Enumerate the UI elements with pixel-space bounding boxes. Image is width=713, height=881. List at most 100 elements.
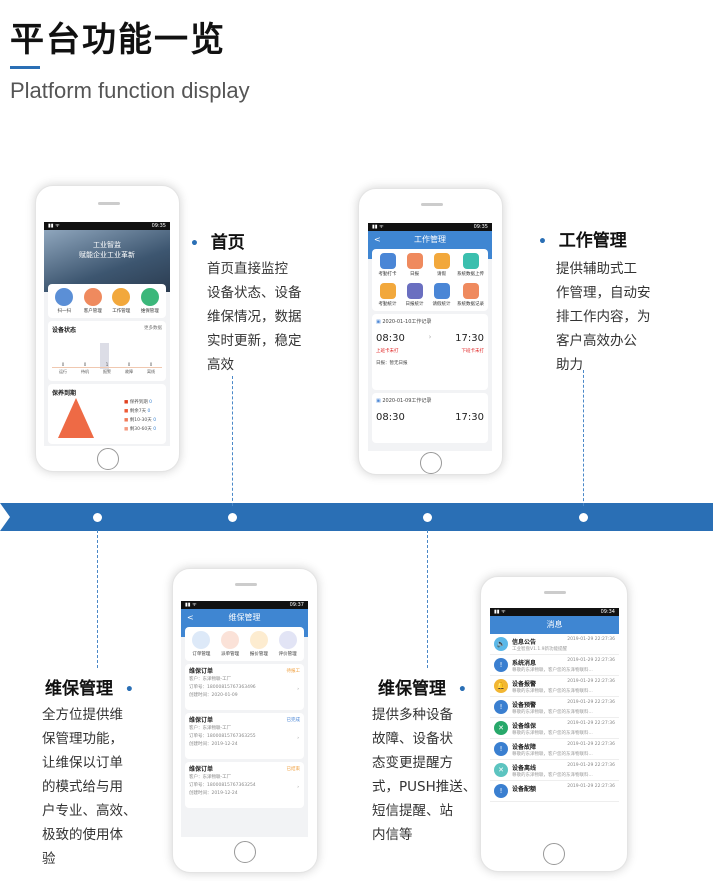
message-time: 2019-01-29 22:27:36 (567, 742, 615, 747)
speaker (544, 591, 566, 594)
menu-item[interactable]: 系统数据记录 (457, 283, 484, 307)
timeline-dot (423, 513, 432, 522)
message-type-icon: ✕ (494, 721, 508, 735)
feature-home-title: • 首页 (190, 233, 245, 253)
msg-title: 消息 (490, 616, 619, 634)
pyramid-chart (58, 398, 94, 438)
maint-menu: 订单管理 派单管理 报价管理 评价管理 (185, 627, 304, 661)
menu-item[interactable]: 考勤统计 (376, 283, 399, 307)
message-preview: 尊敬的东泽物联，客户您的东泽物联料... (512, 710, 593, 715)
connector (583, 370, 584, 506)
message-title: 信息公告 (512, 639, 537, 646)
feature-work-desc: 提供辅助式工作管理，自动安排工作内容，为客户高效办公助力 (556, 261, 651, 373)
work-menu: 考勤打卡 日报 请假 系统数据上传 考勤统计 日报统计 请假统计 系统数据记录 (372, 249, 488, 311)
message-list: 🔈 信息公告 2019-01-29 22:27:36 工业智盘V1.1.9新功能提醒!… (490, 634, 619, 802)
message-time: 2019-01-29 22:27:36 (567, 784, 615, 789)
feature-home-desc: 首页直接监控设备状态、设备维保情况，数据实时更新，稳定高效 (207, 261, 302, 373)
home-button[interactable] (97, 448, 119, 470)
speaker (235, 583, 257, 586)
message-item[interactable]: ! 设备预警 2019-01-29 22:27:36 尊敬的东泽物联，客户您的东泽物联… (490, 697, 619, 718)
home-button[interactable] (234, 841, 256, 863)
message-title: 设备离线 (512, 765, 537, 772)
menu-item[interactable]: 日报统计 (403, 283, 426, 307)
speaker (98, 202, 120, 205)
connector (427, 530, 428, 668)
message-time: 2019-01-29 22:27:36 (567, 700, 615, 705)
message-item[interactable]: ! 系统消息 2019-01-29 22:27:36 尊敬的东泽物联，客户您的东泽物联… (490, 655, 619, 676)
home-banner[interactable]: 工业智监赋能企业工业革新 (44, 230, 170, 292)
menu-item[interactable]: 考勤打卡 (376, 253, 399, 277)
message-type-icon: 🔈 (494, 637, 508, 651)
quick-maint[interactable]: 维保管理 (138, 288, 163, 314)
message-time: 2019-01-29 22:27:36 (567, 763, 615, 768)
message-preview: 工业智盘V1.1.9新功能提醒 (512, 647, 568, 652)
quick-customer[interactable]: 客户管理 (81, 288, 106, 314)
message-preview: 尊敬的东泽物联，客户您的东泽物联料... (512, 773, 593, 778)
feature-maint-desc: 全方位提供维保管理功能，让维保以订单的模式给与用户专业、高效、极致的使用体验 (42, 707, 137, 867)
message-title: 设备配额 (512, 786, 537, 793)
menu-item[interactable]: 订单管理 (189, 631, 214, 657)
menu-item[interactable]: 日报 (403, 253, 426, 277)
message-type-icon: ! (494, 700, 508, 714)
message-time: 2019-01-29 22:27:36 (567, 721, 615, 726)
message-preview: 尊敬的东泽物联，客户您的东泽物联料... (512, 752, 593, 757)
home-button[interactable] (420, 452, 442, 474)
message-title: 设备报警 (512, 681, 537, 688)
message-title: 设备预警 (512, 702, 537, 709)
more-data-link[interactable]: 更多数据 (144, 326, 162, 331)
quick-work[interactable]: 工作管理 (109, 288, 134, 314)
message-type-icon: ✕ (494, 763, 508, 777)
speaker (421, 203, 443, 206)
menu-item[interactable]: 报价管理 (247, 631, 272, 657)
message-type-icon: ! (494, 742, 508, 756)
page-title: 平台功能一览 (10, 20, 226, 60)
quick-scan[interactable]: 扫一扫 (52, 288, 77, 314)
home-quick-menu: 扫一扫 客户管理 工作管理 维保管理 (48, 284, 166, 318)
menu-item[interactable]: 评价管理 (275, 631, 300, 657)
feature-msg-desc: 提供多种设备故障、设备状态变更提醒方式，PUSH推送、短信提醒、站内信等 (372, 707, 477, 843)
message-type-icon: ! (494, 784, 508, 798)
message-item[interactable]: ! 设备配额 2019-01-29 22:27:36 (490, 781, 619, 802)
timeline-band (0, 503, 713, 531)
menu-item[interactable]: 请假 (430, 253, 453, 277)
message-preview: 尊敬的东泽物联，客户您的东泽物联料... (512, 731, 593, 736)
connector (97, 530, 98, 668)
menu-item[interactable]: 派单管理 (218, 631, 243, 657)
timeline-dot (228, 513, 237, 522)
message-title: 设备故障 (512, 744, 537, 751)
message-item[interactable]: ✕ 设备维保 2019-01-29 22:27:36 尊敬的东泽物联，客户您的东泽物联… (490, 718, 619, 739)
message-item[interactable]: 🔈 信息公告 2019-01-29 22:27:36 工业智盘V1.1.9新功能提醒 (490, 634, 619, 655)
work-record[interactable]: ▣ 2020-01-10工作记录 08:30›17:30 上班卡未打下班卡未打 … (372, 314, 488, 390)
message-item[interactable]: ✕ 设备离线 2019-01-29 22:27:36 尊敬的东泽物联，客户您的东泽物联… (490, 760, 619, 781)
menu-item[interactable]: 系统数据上传 (457, 253, 484, 277)
message-title: 系统消息 (512, 660, 537, 667)
feature-msg-title: 维保管理 • (378, 679, 467, 699)
timeline-dot (93, 513, 102, 522)
message-item[interactable]: ! 设备故障 2019-01-29 22:27:36 尊敬的东泽物联，客户您的东泽物联… (490, 739, 619, 760)
feature-work-title: • 工作管理 (538, 231, 627, 251)
menu-item[interactable]: 请假统计 (430, 283, 453, 307)
home-button[interactable] (543, 843, 565, 865)
connector (232, 376, 233, 506)
back-button[interactable]: < (374, 235, 381, 244)
page-subtitle: Platform function display (10, 78, 250, 103)
back-button[interactable]: < (187, 613, 194, 622)
message-title: 设备维保 (512, 723, 537, 730)
timeline-dot (579, 513, 588, 522)
message-time: 2019-01-29 22:27:36 (567, 658, 615, 663)
feature-maint-title: 维保管理 • (45, 679, 134, 699)
message-preview: 尊敬的东泽物联，客户您的东泽物联料... (512, 668, 593, 673)
message-time: 2019-01-29 22:27:36 (567, 637, 615, 642)
message-type-icon: ! (494, 658, 508, 672)
